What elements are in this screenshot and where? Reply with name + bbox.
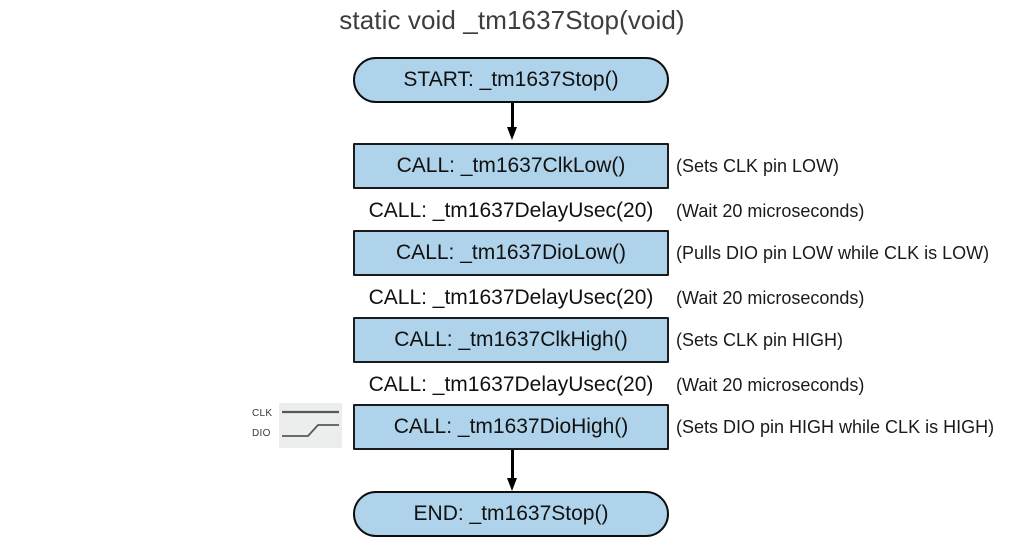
flow-node-start[interactable]: START: _tm1637Stop() — [353, 57, 669, 103]
annotation-clk-low: (Sets CLK pin LOW) — [676, 155, 840, 176]
flow-node-delay-1: CALL: _tm1637DelayUsec(20) — [368, 199, 654, 222]
annotation-clk-high: (Sets CLK pin HIGH) — [676, 329, 844, 350]
waveform-traces-icon — [282, 410, 339, 437]
waveform-dio-trace — [282, 424, 339, 437]
waveform-labels: CLK DIO — [252, 401, 278, 449]
flow-node-delay-2: CALL: _tm1637DelayUsec(20) — [368, 286, 654, 309]
annotation-dio-low: (Pulls DIO pin LOW while CLK is LOW) — [676, 242, 990, 263]
timing-waveform-inset: CLK DIO — [252, 401, 342, 449]
arrow-shaft — [511, 450, 514, 478]
arrow-head — [507, 127, 517, 140]
arrow-shaft — [511, 103, 514, 127]
flow-node-clk-high[interactable]: CALL: _tm1637ClkHigh() — [353, 317, 669, 363]
arrow-head — [507, 478, 517, 491]
waveform-clk-label: CLK — [252, 408, 273, 419]
connector-arrow-start-to-clklow — [507, 103, 518, 140]
annotation-delay-3: (Wait 20 microseconds) — [676, 374, 865, 395]
annotation-dio-high: (Sets DIO pin HIGH while CLK is HIGH) — [676, 416, 995, 437]
flow-node-dio-low[interactable]: CALL: _tm1637DioLow() — [353, 230, 669, 276]
flow-node-dio-high[interactable]: CALL: _tm1637DioHigh() — [353, 404, 669, 450]
waveform-panel — [279, 403, 342, 448]
waveform-dio-label: DIO — [252, 428, 271, 439]
connector-arrow-diohigh-to-end — [507, 450, 518, 491]
flow-node-delay-3: CALL: _tm1637DelayUsec(20) — [368, 373, 654, 396]
flow-node-end[interactable]: END: _tm1637Stop() — [353, 491, 669, 537]
annotation-delay-2: (Wait 20 microseconds) — [676, 287, 865, 308]
flow-node-clk-low[interactable]: CALL: _tm1637ClkLow() — [353, 143, 669, 189]
page-title: static void _tm1637Stop(void) — [339, 5, 685, 35]
annotation-delay-1: (Wait 20 microseconds) — [676, 200, 865, 221]
